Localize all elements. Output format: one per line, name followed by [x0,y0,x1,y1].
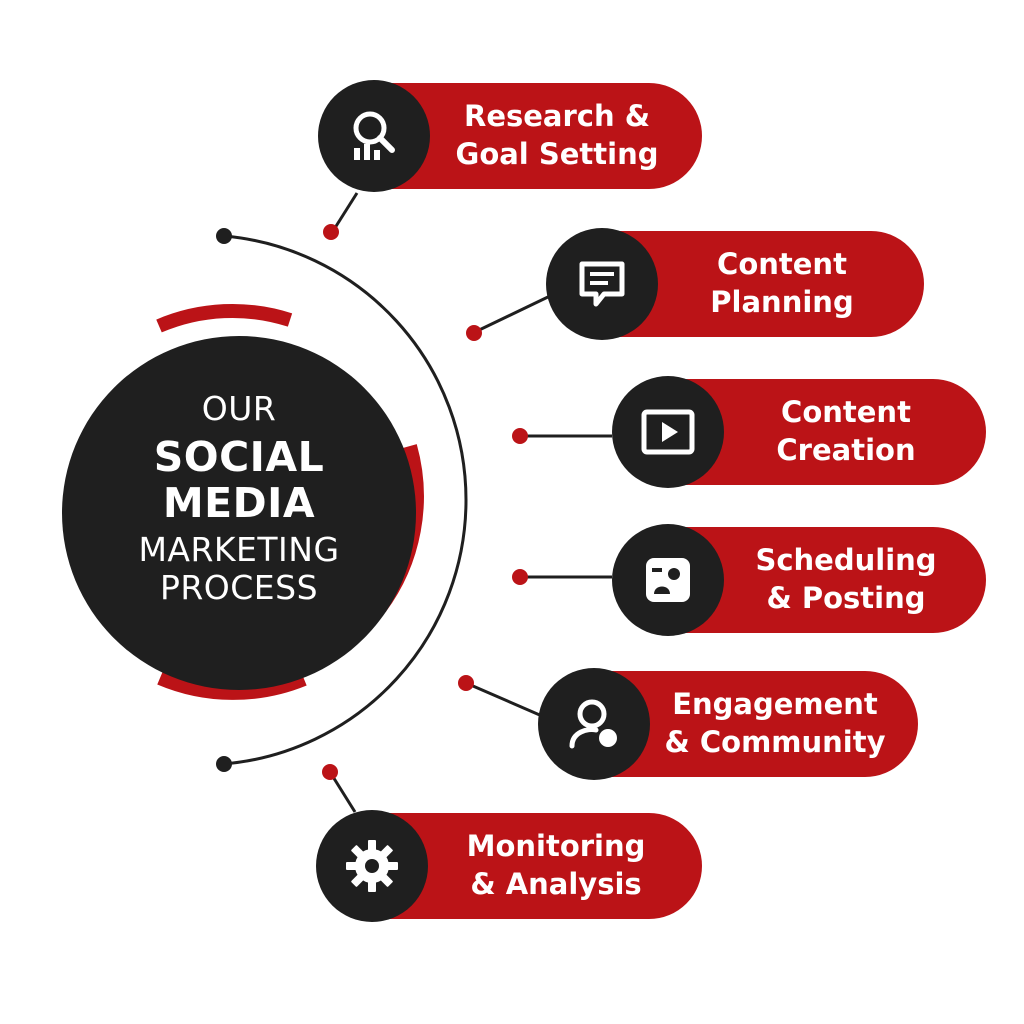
image-post-icon [612,524,724,636]
step-label: Scheduling & Posting [724,527,968,633]
leader-line-1 [331,192,359,232]
connector-dot-6 [322,764,338,780]
hub-circle [62,336,416,690]
arc-end-dot-top [216,228,232,244]
connector-dot-5 [458,675,474,691]
magnifier-chart-icon [318,80,430,192]
hub-ring-accent-top [156,303,293,333]
hub-title-line-3: MEDIA [162,479,316,528]
step-label-line-1: Content [717,247,847,282]
step-label-line-2: Goal Setting [455,137,659,171]
arc-end-dot-bottom [216,756,232,772]
step-label-line-1: Monitoring [466,829,646,864]
connector-dot-4 [512,569,528,585]
gear-icon [316,810,428,922]
video-play-icon [612,376,724,488]
user-community-icon [538,668,650,780]
connector-dot-1 [323,224,339,240]
step-content-planning: Content Planning [546,228,924,340]
leader-line-5 [465,681,543,718]
step-label: Content Creation [724,379,968,485]
step-content-creation: Content Creation [612,376,986,488]
step-label-line-2: & Community [664,725,886,759]
step-scheduling: Scheduling & Posting [612,524,986,636]
connector-dot-2 [466,325,482,341]
hub-title-line-2: SOCIAL [153,432,325,481]
hub-title-line-5: PROCESS [159,567,319,607]
leader-line-2 [474,294,551,334]
hub-title-line-4: MARKETING [138,530,340,570]
step-label-line-1: Content [781,395,911,430]
step-label: Engagement & Community [650,671,900,777]
step-label-line-1: Engagement [672,687,878,722]
step-label-line-2: & Posting [766,581,926,615]
speech-bubble-icon [546,228,658,340]
hub-title: OUR SOCIAL MEDIA MARKETING PROCESS [62,390,416,606]
step-label: Content Planning [658,231,906,337]
step-research: Research & Goal Setting [318,80,702,192]
connector-dot-3 [512,428,528,444]
step-label-line-2: Creation [776,433,916,467]
step-label-line-1: Scheduling [755,543,937,578]
step-label: Research & Goal Setting [430,83,684,189]
hub-ring-accent-bottom [157,671,307,700]
step-label-line-2: Planning [710,285,854,319]
main-arc [223,234,468,766]
step-label-line-1: Research & [463,99,651,134]
step-monitoring: Monitoring & Analysis [316,810,702,922]
step-label: Monitoring & Analysis [428,813,684,919]
step-engagement: Engagement & Community [538,668,918,780]
hub-title-line-1: OUR [201,389,277,428]
step-label-line-2: & Analysis [470,867,642,901]
